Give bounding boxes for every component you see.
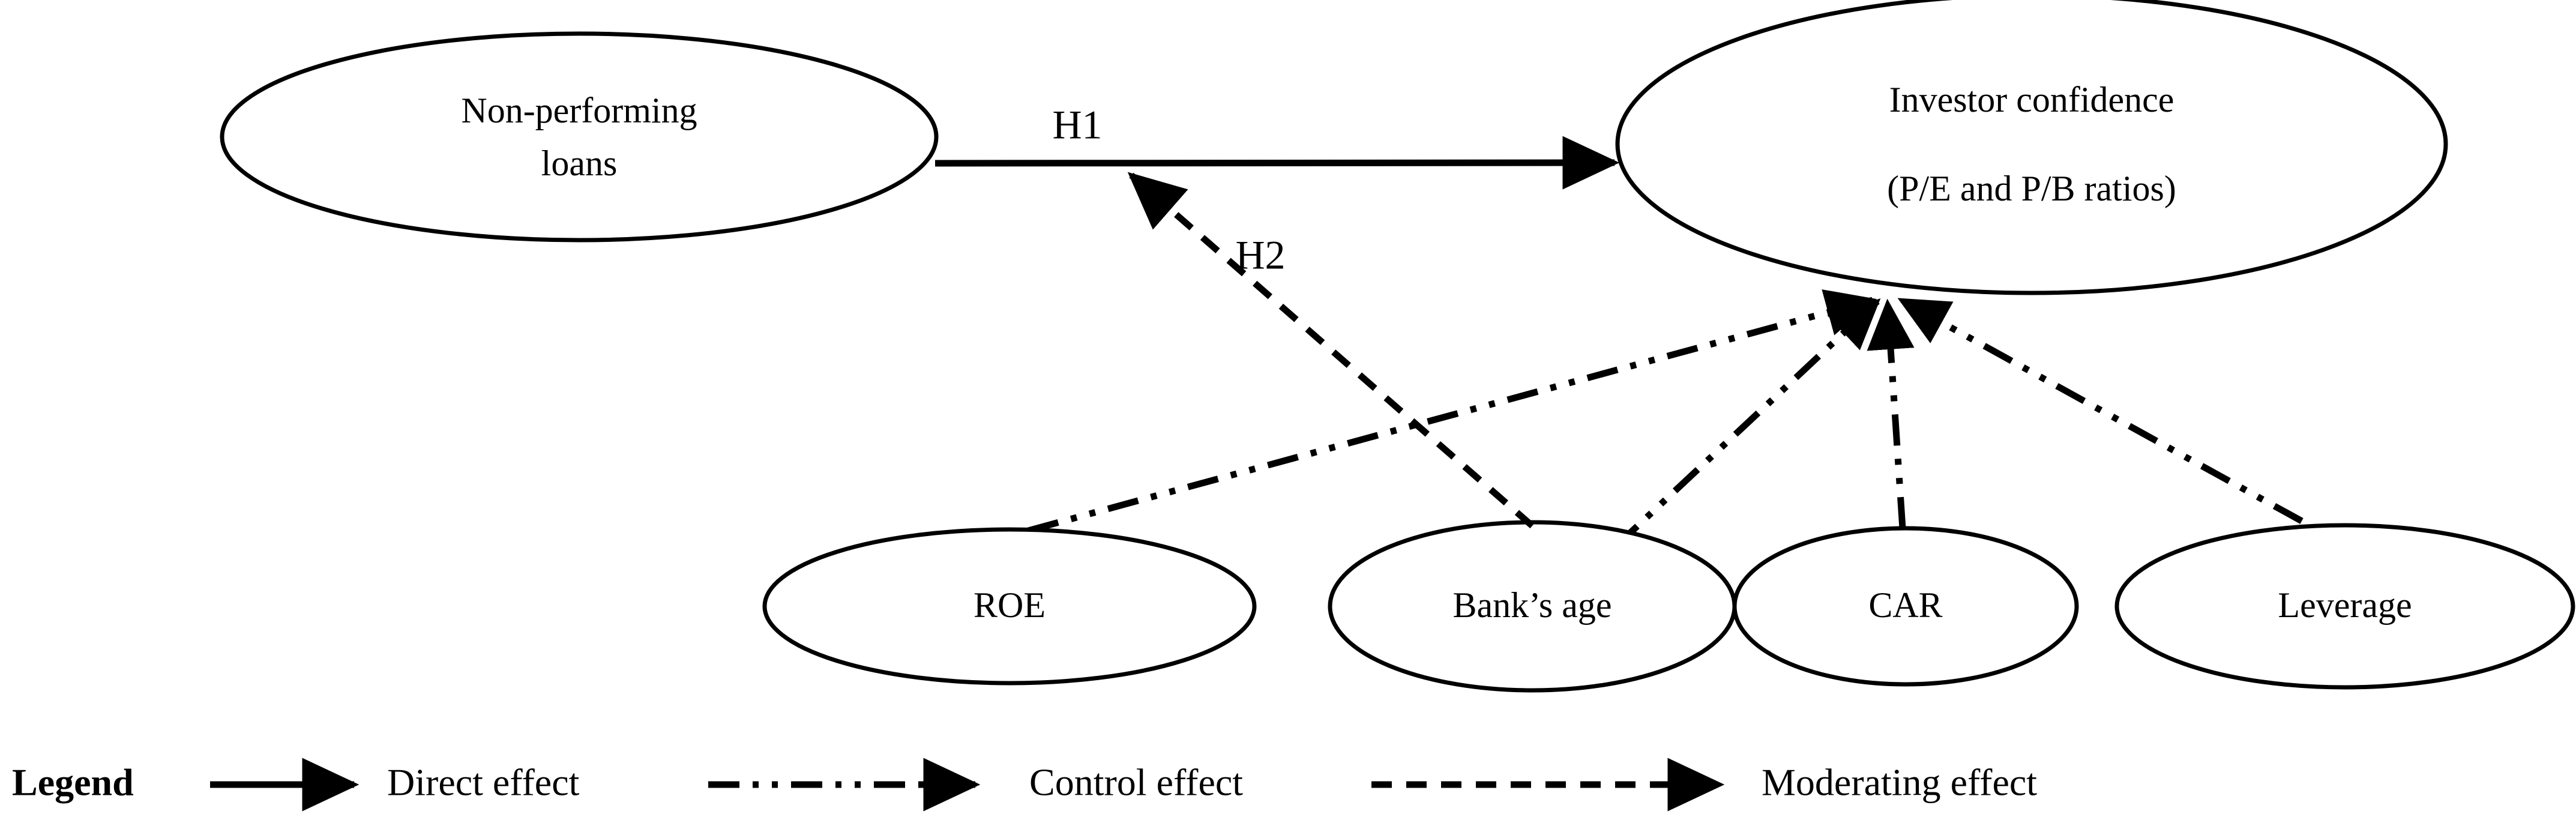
control-effect-edges xyxy=(1027,289,2304,550)
legend-item-control-effect: Control effect xyxy=(708,758,1243,812)
legend-label-moderating-effect: Moderating effect xyxy=(1762,761,2037,804)
edge-h2-moderating xyxy=(1127,172,1535,529)
node-ellipse-shape xyxy=(1615,0,2448,295)
node-roe[interactable]: ROE xyxy=(762,527,1257,686)
edge-label-h2: H2 xyxy=(1235,232,1285,278)
node-ellipse-shape xyxy=(220,31,939,243)
node-ellipse-shape xyxy=(762,527,1257,686)
edge-leverage-control xyxy=(1897,297,2304,524)
node-ellipse-shape xyxy=(1732,526,2079,687)
node-label-line-1: Leverage xyxy=(2278,585,2412,625)
legend-label-control-effect: Control effect xyxy=(1029,761,1243,804)
node-investor-confidence[interactable]: Investor confidence (P/E and P/B ratios) xyxy=(1615,0,2448,295)
edge-roe-control xyxy=(1027,289,1877,534)
node-label-line-1: Bank’s age xyxy=(1453,585,1612,625)
edge-h2-moderating-group: H2 xyxy=(1127,172,1535,529)
edge-banks-age-control xyxy=(1612,298,1881,550)
legend-label-direct-effect: Direct effect xyxy=(387,761,580,804)
node-label-line-2: (P/E and P/B ratios) xyxy=(1887,169,2176,208)
node-label-line-1: CAR xyxy=(1868,585,1942,625)
edge-h1-direct-group: H1 xyxy=(934,102,1620,190)
legend: Legend Direct effect Control effect Mode… xyxy=(12,758,2037,812)
node-label-line-2: loans xyxy=(541,143,618,183)
legend-item-moderating-effect: Moderating effect xyxy=(1371,758,2037,812)
node-label-line-1: ROE xyxy=(974,585,1046,625)
node-ellipse-shape xyxy=(2114,523,2575,690)
edge-label-h1: H1 xyxy=(1052,102,1102,148)
node-car[interactable]: CAR xyxy=(1732,526,2079,687)
node-non-performing-loans[interactable]: Non-performing loans xyxy=(220,31,939,243)
node-banks-age[interactable]: Bank’s age xyxy=(1328,520,1737,693)
node-leverage[interactable]: Leverage xyxy=(2114,523,2575,690)
edge-car-control xyxy=(1867,298,1915,529)
legend-title: Legend xyxy=(12,761,134,804)
node-label-line-1: Non-performing xyxy=(461,91,697,130)
legend-item-direct-effect: Direct effect xyxy=(210,758,580,812)
node-label-line-1: Investor confidence xyxy=(1889,80,2174,119)
